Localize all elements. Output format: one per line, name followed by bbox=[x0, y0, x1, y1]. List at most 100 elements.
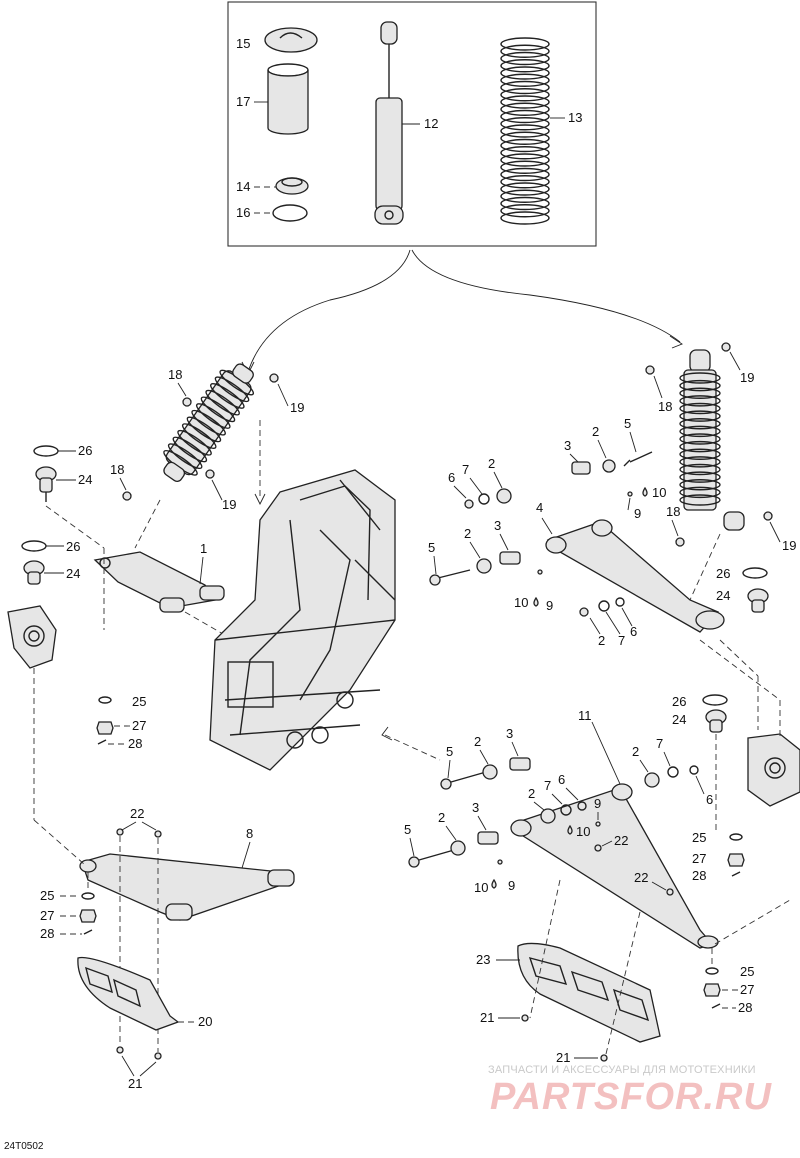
callout-2-a: 2 bbox=[592, 424, 599, 439]
spring-coil-turn bbox=[500, 138, 550, 153]
grease-10-ur-mid bbox=[533, 596, 539, 607]
callout-26-d: 26 bbox=[672, 694, 686, 709]
callout-28-c: 28 bbox=[738, 1000, 752, 1015]
callout-1: 1 bbox=[200, 541, 207, 556]
callout-3-a: 3 bbox=[564, 438, 571, 453]
callout-27-c: 27 bbox=[740, 982, 754, 997]
callout-2-b: 2 bbox=[488, 456, 495, 471]
washer-part bbox=[272, 204, 308, 222]
spring-coil-turn bbox=[500, 175, 550, 189]
callout-10-b: 10 bbox=[514, 595, 528, 610]
callout-13: 13 bbox=[568, 110, 582, 125]
callout-2-c: 2 bbox=[464, 526, 471, 541]
callout-21-a: 21 bbox=[480, 1010, 494, 1025]
spring-coil-turn bbox=[679, 433, 721, 445]
spring-coil-turn bbox=[186, 416, 222, 443]
washer-7-ur-low bbox=[598, 600, 610, 612]
bolt-22-left-b bbox=[154, 830, 162, 838]
spring-coil-turn bbox=[500, 51, 550, 66]
spring-coil-turn bbox=[500, 59, 550, 73]
callout-15: 15 bbox=[236, 36, 250, 51]
spring-coil-turn bbox=[500, 204, 550, 218]
watermark-tagline: ЗАПЧАСТИ И АКСЕССУАРЫ ДЛЯ МОТОТЕХНИКИ bbox=[488, 1064, 756, 1076]
callout-28-b: 28 bbox=[692, 868, 706, 883]
callout-18-d: 18 bbox=[666, 504, 680, 519]
callout-25-b: 25 bbox=[692, 830, 706, 845]
callout-3-d: 3 bbox=[472, 800, 479, 815]
watermark-brand: PARTSFOR.RU bbox=[490, 1076, 772, 1118]
spring-coil-turn bbox=[679, 379, 721, 392]
spring-coil-turn bbox=[500, 211, 550, 225]
callout-25-a: 25 bbox=[132, 694, 146, 709]
spring-coil-turn bbox=[679, 456, 721, 468]
spring-coil-turn bbox=[500, 189, 550, 203]
callout-22-b: 22 bbox=[634, 870, 648, 885]
spring-coil-turn bbox=[500, 153, 550, 167]
spring-coil-turn bbox=[679, 448, 721, 460]
nut-27-right-mid bbox=[727, 853, 745, 867]
callout-19-a: 19 bbox=[290, 400, 304, 415]
callout-24-d: 24 bbox=[672, 712, 686, 727]
washer-7-ur bbox=[478, 493, 490, 505]
callout-4: 4 bbox=[536, 500, 543, 515]
callout-7-b: 7 bbox=[618, 633, 625, 648]
washer-25-left-low bbox=[81, 892, 95, 900]
callout-25-d: 25 bbox=[40, 888, 54, 903]
callout-5-d: 5 bbox=[404, 822, 411, 837]
nut-6-lr-right bbox=[689, 765, 699, 775]
bolt-18-left-bottom bbox=[122, 491, 132, 501]
coil-spring-part bbox=[500, 37, 550, 225]
callout-18-c: 18 bbox=[658, 399, 672, 414]
callout-22-c: 22 bbox=[130, 806, 144, 821]
left-shock-assembly bbox=[163, 363, 255, 483]
bolt-21-right-b bbox=[600, 1054, 608, 1062]
callout-19-d: 19 bbox=[782, 538, 796, 553]
grease-10-lr-mid bbox=[567, 824, 573, 835]
circlip-26-right-upper bbox=[742, 567, 768, 579]
spring-coil-turn bbox=[500, 73, 550, 87]
spring-coil-turn bbox=[500, 88, 550, 102]
callout-9-d: 9 bbox=[508, 878, 515, 893]
callout-21-b: 21 bbox=[556, 1050, 570, 1065]
callout-10-a: 10 bbox=[652, 485, 666, 500]
nut-27-right-low bbox=[703, 983, 721, 997]
spring-coil-turn bbox=[500, 117, 550, 131]
callout-7-d: 7 bbox=[544, 778, 551, 793]
spring-coil-turn bbox=[679, 486, 721, 499]
spring-coil-turn bbox=[500, 160, 550, 174]
callout-6-b: 6 bbox=[630, 624, 637, 639]
washer-7-lr-right bbox=[667, 766, 679, 778]
callout-3-c: 3 bbox=[506, 726, 513, 741]
callout-19-c: 19 bbox=[740, 370, 754, 385]
callout-10-d: 10 bbox=[474, 880, 488, 895]
nut-19-right-bottom bbox=[763, 511, 773, 521]
bolt-22-left-a bbox=[116, 828, 124, 836]
grease-10-ur-top bbox=[642, 486, 648, 497]
spring-coil-turn bbox=[500, 167, 550, 182]
callout-2-h: 2 bbox=[438, 810, 445, 825]
callout-5-b: 5 bbox=[428, 540, 435, 555]
spring-coil-turn bbox=[679, 471, 721, 483]
bolt-18-left-top bbox=[182, 397, 192, 407]
callout-22-a: 22 bbox=[614, 833, 628, 848]
callout-23: 23 bbox=[476, 952, 490, 967]
circlip-26-left-upper bbox=[33, 445, 59, 457]
callout-2-f: 2 bbox=[632, 744, 639, 759]
callout-10-c: 10 bbox=[576, 824, 590, 839]
bolt-21-left-b bbox=[154, 1052, 162, 1060]
ball-joint-24-left-lower bbox=[23, 560, 45, 585]
spring-coil-turn bbox=[679, 372, 721, 384]
callout-11: 11 bbox=[578, 708, 592, 723]
grease-fitting-9-ur bbox=[627, 491, 633, 497]
spring-coil-turn bbox=[500, 182, 550, 196]
spring-coil-turn bbox=[500, 196, 550, 211]
shock-components-inset bbox=[227, 1, 597, 247]
spring-coil-turn bbox=[172, 436, 208, 463]
vehicle-frame bbox=[209, 469, 396, 771]
callout-2-e: 2 bbox=[474, 734, 481, 749]
washer-7-lr-mid bbox=[560, 804, 572, 816]
nut-27-left-low bbox=[79, 909, 97, 923]
right-steering-knuckle bbox=[747, 733, 800, 807]
callout-24-c: 24 bbox=[716, 588, 730, 603]
spring-coil-turn bbox=[500, 37, 550, 51]
